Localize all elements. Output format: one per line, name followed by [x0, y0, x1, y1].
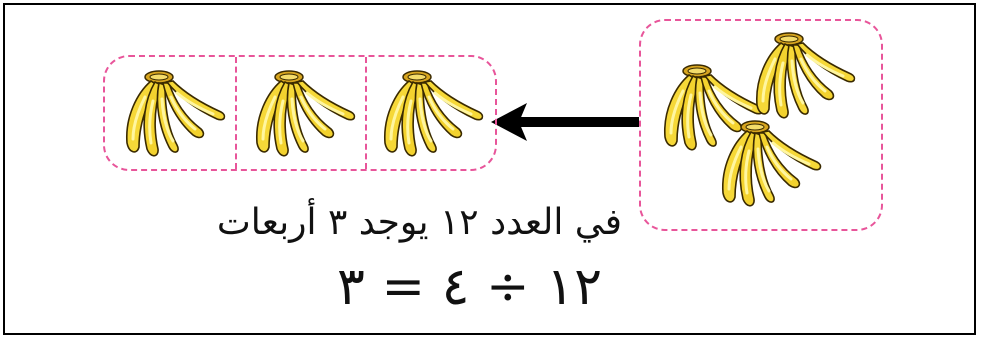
source-bunches-box: [639, 19, 883, 231]
division-equation: ١٢ ÷ ٤ = ٣: [336, 257, 602, 317]
banana-bunch-icon: [721, 119, 822, 208]
division-sentence: في العدد ١٢ يوجد ٣ أربعات: [216, 202, 622, 243]
left-arrow-icon: [491, 103, 639, 141]
banana-bunch-icon: [755, 31, 856, 120]
grouped-bunches-box: [103, 55, 497, 171]
banana-bunch-icon: [125, 69, 226, 158]
banana-bunch-icon: [383, 69, 484, 158]
banana-bunch-icon: [255, 69, 356, 158]
diagram-frame: في العدد ١٢ يوجد ٣ أربعات ١٢ ÷ ٤ = ٣: [3, 3, 976, 335]
group-divider: [235, 57, 237, 169]
group-divider: [365, 57, 367, 169]
